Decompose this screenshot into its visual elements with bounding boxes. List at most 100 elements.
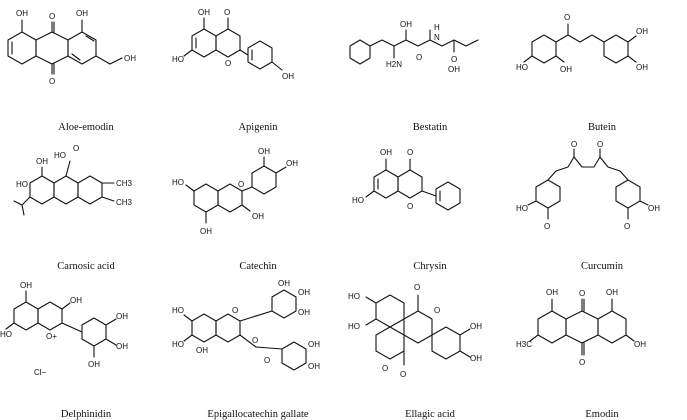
compound-name: Epigallocatechin gallate xyxy=(207,409,309,420)
bestatin-structure: OH H N H2N O O OH xyxy=(349,20,479,74)
atom-label: OH xyxy=(634,340,646,349)
atom-label: O xyxy=(224,8,230,17)
atom-label: O+ xyxy=(46,332,57,341)
atom-label: OH xyxy=(282,72,294,81)
atom-label: OH xyxy=(20,281,32,290)
atom-label: OH xyxy=(308,362,320,371)
atom-label: O xyxy=(407,202,413,211)
compound-emodin: OH O OH H3C O OH Emodin xyxy=(516,279,687,420)
emodin-structure: OH O OH H3C O OH xyxy=(516,288,646,367)
compound-bestatin: OH H N H2N O O OH Bestatin xyxy=(344,0,516,139)
compound-name: Chrysin xyxy=(413,261,447,272)
atom-label: OH xyxy=(470,354,482,363)
atom-label: OH xyxy=(560,65,572,74)
compound-name: Catechin xyxy=(239,261,277,272)
atom-label: OH xyxy=(36,157,48,166)
compound-name: Aloe-emodin xyxy=(58,122,114,133)
atom-label: H3C xyxy=(516,340,532,349)
atom-label: Cl− xyxy=(34,368,47,377)
compound-apigenin: OH O HO O OH Apigenin xyxy=(172,0,344,139)
atom-label: OH xyxy=(308,340,320,349)
atom-label: O xyxy=(579,289,585,298)
compound-curcumin: O O HO O O OH Curcumin xyxy=(516,139,687,278)
atom-label: OH xyxy=(124,54,136,63)
atom-label: HO xyxy=(516,63,528,72)
curcumin-structure: O O HO O O OH xyxy=(516,140,660,231)
atom-label: OH xyxy=(70,296,82,305)
atom-label: HO xyxy=(16,180,28,189)
atom-label: HO xyxy=(172,340,184,349)
atom-label: H xyxy=(434,23,440,32)
compound-name: Curcumin xyxy=(581,261,623,272)
atom-label: HO xyxy=(172,55,184,64)
atom-label: OH xyxy=(400,20,412,29)
atom-label: O xyxy=(49,12,55,21)
atom-label: OH xyxy=(636,27,648,36)
catechin-structure: OH OH HO O OH OH xyxy=(172,147,298,236)
atom-label: HO xyxy=(348,322,360,331)
chrysin-structure: OH O HO O xyxy=(352,148,461,211)
compound-name: Butein xyxy=(588,122,616,133)
atom-label: O xyxy=(238,180,244,189)
compound-butein: O HO OH OH OH Butein xyxy=(516,0,687,139)
atom-label: HO xyxy=(172,306,184,315)
aloe-emodin-structure: OH O OH O OH xyxy=(7,9,136,86)
carnosic-acid-structure: HO O OH HO CH3 CH3 xyxy=(13,144,133,216)
atom-label: O xyxy=(624,222,630,231)
atom-label: OH xyxy=(546,288,558,297)
atom-label: O xyxy=(597,140,603,149)
atom-label: HO xyxy=(516,204,528,213)
ellagic-acid-structure: O HO O HO OH O OH O xyxy=(348,283,482,379)
egcg-structure: OH OH HO O OH HO OH O O OH OH xyxy=(172,279,320,371)
atom-label: H2N xyxy=(386,60,402,69)
compound-carnosic-acid: HO O OH HO CH3 CH3 Carnosic acid xyxy=(0,139,172,278)
atom-label: HO xyxy=(0,330,12,339)
atom-label: OH xyxy=(298,308,310,317)
compound-name: Carnosic acid xyxy=(57,261,115,272)
apigenin-structure: OH O HO O OH xyxy=(172,8,294,81)
atom-label: O xyxy=(225,59,231,68)
atom-label: O xyxy=(414,283,420,292)
atom-label: OH xyxy=(448,65,460,74)
compound-epigallocatechin-gallate: OH OH HO O OH HO OH O O OH OH Epigalloca… xyxy=(172,279,344,420)
atom-label: O xyxy=(416,53,422,62)
compound-name: Bestatin xyxy=(412,122,448,133)
atom-label: O xyxy=(252,336,258,345)
atom-label: OH xyxy=(76,9,88,18)
atom-label: N xyxy=(434,33,440,42)
atom-label: O xyxy=(407,148,413,157)
compound-name: Apigenin xyxy=(238,122,278,133)
atom-label: HO xyxy=(348,292,360,301)
atom-label: OH xyxy=(298,288,310,297)
compound-chrysin: OH O HO O Chrysin xyxy=(344,139,516,278)
compound-ellagic-acid: O HO O HO OH O OH O Ellagic acid xyxy=(344,279,516,420)
atom-label: OH xyxy=(648,204,660,213)
atom-label: OH xyxy=(88,360,100,369)
atom-label: OH xyxy=(278,279,290,288)
compound-name: Emodin xyxy=(585,409,619,420)
atom-label: HO xyxy=(54,151,66,160)
compound-name: Ellagic acid xyxy=(405,409,455,420)
atom-label: OH xyxy=(258,147,270,156)
atom-label: O xyxy=(579,358,585,367)
atom-label: OH xyxy=(200,227,212,236)
atom-label: O xyxy=(73,144,79,153)
atom-label: HO xyxy=(352,196,364,205)
atom-label: OH xyxy=(16,9,28,18)
atom-label: HO xyxy=(172,178,184,187)
atom-label: OH xyxy=(380,148,392,157)
atom-label: OH xyxy=(606,288,618,297)
compound-name: Delphinidin xyxy=(60,409,112,420)
atom-label: O xyxy=(451,55,457,64)
atom-label: CH3 xyxy=(116,179,133,188)
atom-label: O xyxy=(382,364,388,373)
delphinidin-structure: OH OH HO O+ OH OH OH Cl− xyxy=(0,281,128,377)
compound-delphinidin: OH OH HO O+ OH OH OH Cl− Delphinidin xyxy=(0,279,172,420)
atom-label: O xyxy=(544,222,550,231)
atom-label: OH xyxy=(286,159,298,168)
atom-label: OH xyxy=(198,8,210,17)
atom-label: OH xyxy=(252,212,264,221)
atom-label: OH xyxy=(196,346,208,355)
atom-label: O xyxy=(49,77,55,86)
